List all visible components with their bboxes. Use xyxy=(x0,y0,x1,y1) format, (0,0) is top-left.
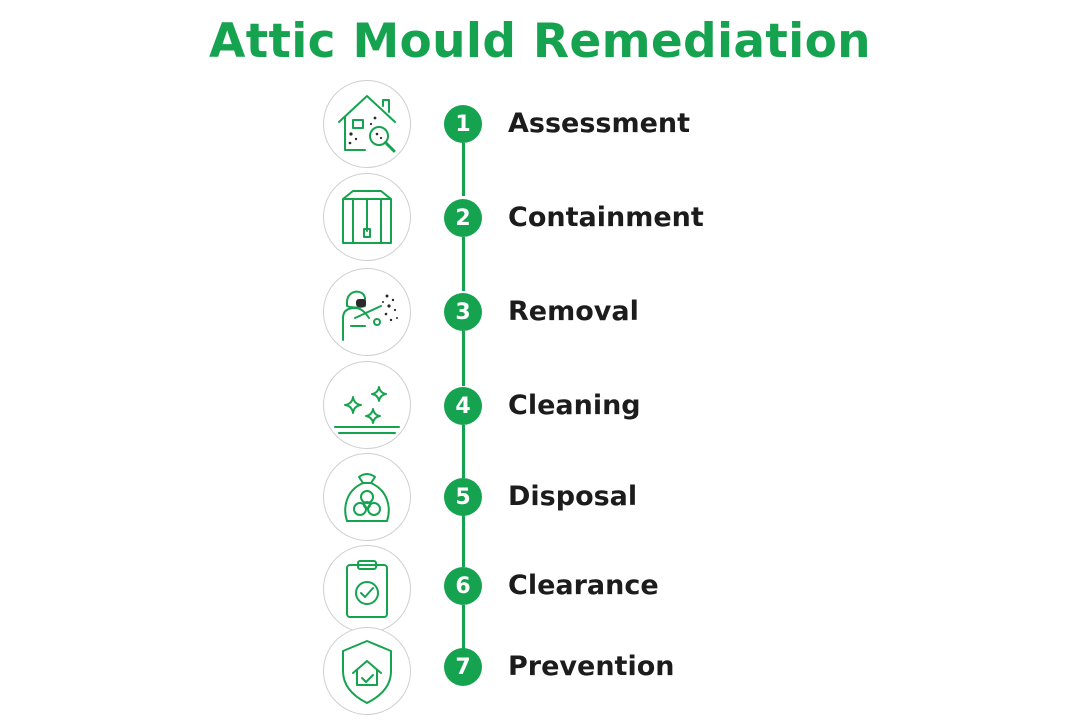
step-1-icon-circle xyxy=(323,80,411,168)
house-magnifier-icon xyxy=(338,95,396,153)
sparkles-icon xyxy=(334,386,400,434)
step-label-containment: Containment xyxy=(508,202,704,233)
step-number-badge: 2 xyxy=(444,199,482,237)
step-label-assessment: Assessment xyxy=(508,108,691,139)
timeline-connector xyxy=(461,331,465,386)
step-number-badge: 3 xyxy=(444,293,482,331)
step-4-icon-circle xyxy=(323,361,411,449)
step-3-icon-circle xyxy=(323,268,411,356)
step-label-clearance: Clearance xyxy=(508,570,659,601)
clipboard-check-icon xyxy=(346,560,388,618)
hazmat-worker-icon xyxy=(342,290,398,341)
step-number-badge: 5 xyxy=(444,478,482,516)
biohazard-bag-icon xyxy=(344,473,390,522)
timeline-connector xyxy=(461,425,465,478)
step-5-icon-circle xyxy=(323,453,411,541)
page-title: Attic Mould Remediation xyxy=(209,14,871,69)
step-number-badge: 7 xyxy=(444,648,482,686)
timeline-connector xyxy=(461,605,465,649)
step-number-badge: 1 xyxy=(444,105,482,143)
step-number-badge: 6 xyxy=(444,567,482,605)
timeline-connector xyxy=(461,237,465,291)
containment-enclosure-icon xyxy=(342,190,392,244)
timeline-connector xyxy=(461,515,465,567)
step-6-icon-circle xyxy=(323,545,411,633)
step-label-prevention: Prevention xyxy=(508,651,675,682)
step-label-removal: Removal xyxy=(508,296,639,327)
step-number-badge: 4 xyxy=(444,387,482,425)
step-label-disposal: Disposal xyxy=(508,481,638,512)
shield-house-icon xyxy=(342,640,392,704)
step-7-icon-circle xyxy=(323,627,411,715)
step-2-icon-circle xyxy=(323,173,411,261)
timeline-connector xyxy=(461,143,465,196)
step-label-cleaning: Cleaning xyxy=(508,390,641,421)
